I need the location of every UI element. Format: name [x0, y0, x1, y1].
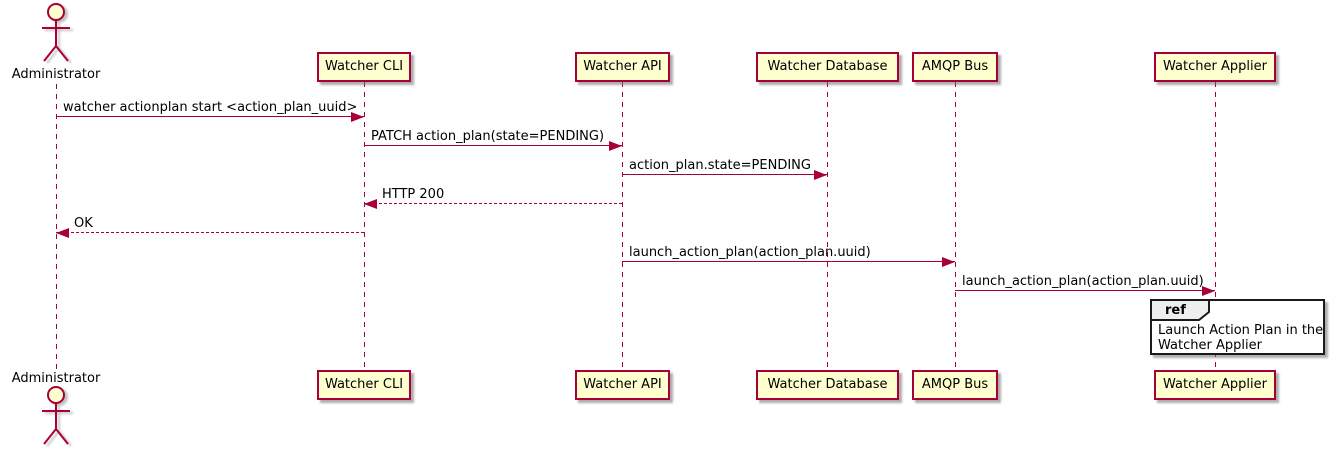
- participant-label: Watcher Database: [767, 59, 888, 74]
- message-line: [955, 286, 1215, 296]
- arrowhead-icon: [942, 257, 955, 267]
- participant-label: Watcher CLI: [324, 59, 404, 74]
- arrowhead-icon: [351, 112, 364, 122]
- arrowhead-icon: [364, 199, 377, 209]
- participant-watcher-cli-bottom: Watcher CLI: [317, 370, 411, 400]
- message-line: [56, 228, 364, 238]
- message-line: [56, 112, 364, 122]
- ref-text-line1: Launch Action Plan in the: [1158, 323, 1324, 338]
- actor-label-top: Administrator: [11, 67, 101, 82]
- lifeline-watcher-cli: [364, 82, 365, 370]
- message-label: OK: [74, 216, 93, 231]
- actor-administrator-top: [36, 2, 76, 68]
- message-watcher-actionplan-start: watcher actionplan start <action_plan_uu…: [56, 100, 364, 122]
- participant-label: Watcher API: [583, 59, 662, 74]
- participant-watcher-api-bottom: Watcher API: [575, 370, 670, 400]
- message-label: watcher actionplan start <action_plan_uu…: [63, 100, 358, 115]
- participant-amqp-bus-bottom: AMQP Bus: [912, 370, 998, 400]
- lifeline-amqp-bus: [955, 82, 956, 370]
- participant-watcher-api-top: Watcher API: [575, 52, 670, 82]
- actor-icon: [42, 3, 70, 62]
- message-line: [364, 199, 622, 209]
- participant-amqp-bus-top: AMQP Bus: [912, 52, 998, 82]
- message-http-200: HTTP 200: [364, 187, 622, 209]
- participant-watcher-database-bottom: Watcher Database: [756, 370, 899, 400]
- actor-label-bottom: Administrator: [11, 371, 101, 386]
- message-label: launch_action_plan(action_plan.uuid): [962, 274, 1204, 289]
- message-label: PATCH action_plan(state=PENDING): [371, 129, 605, 144]
- actor-administrator-bottom: [36, 385, 76, 451]
- participant-label: AMQP Bus: [921, 377, 989, 392]
- participant-watcher-applier-bottom: Watcher Applier: [1154, 370, 1276, 400]
- participant-label: AMQP Bus: [921, 59, 989, 74]
- message-label: HTTP 200: [382, 187, 445, 202]
- ref-keyword: ref: [1165, 303, 1186, 318]
- arrowhead-icon: [1202, 286, 1215, 296]
- message-patch-action-plan: PATCH action_plan(state=PENDING): [364, 129, 622, 151]
- message-ok: OK: [56, 216, 364, 238]
- message-launch-action-plan-amqp: launch_action_plan(action_plan.uuid): [622, 245, 955, 267]
- lifeline-watcher-database: [827, 82, 828, 370]
- message-line: [622, 170, 827, 180]
- participant-watcher-cli-top: Watcher CLI: [317, 52, 411, 82]
- participant-label: Watcher Applier: [1163, 59, 1267, 74]
- ref-text-line2: Watcher Applier: [1158, 338, 1262, 353]
- lifeline-watcher-api: [622, 82, 623, 370]
- participant-label: Watcher Database: [767, 377, 888, 392]
- message-line: [364, 141, 622, 151]
- arrowhead-icon: [609, 141, 622, 151]
- ref-tab-icon: [1150, 299, 1210, 321]
- participant-label: Watcher API: [583, 377, 662, 392]
- message-label: action_plan.state=PENDING: [629, 158, 811, 173]
- participant-label: Watcher Applier: [1163, 377, 1267, 392]
- lifeline-watcher-applier: [1215, 82, 1216, 370]
- ref-fragment: ref Launch Action Plan in the Watcher Ap…: [1150, 299, 1325, 355]
- message-line: [622, 257, 955, 267]
- participant-label: Watcher CLI: [324, 377, 404, 392]
- participant-watcher-database-top: Watcher Database: [756, 52, 899, 82]
- participant-watcher-applier-top: Watcher Applier: [1154, 52, 1276, 82]
- ref-text: Launch Action Plan in the Watcher Applie…: [1158, 323, 1323, 353]
- message-launch-action-plan-applier: launch_action_plan(action_plan.uuid): [955, 274, 1215, 296]
- message-action-plan-state-pending: action_plan.state=PENDING: [622, 158, 827, 180]
- arrowhead-icon: [56, 228, 69, 238]
- message-label: launch_action_plan(action_plan.uuid): [629, 245, 871, 260]
- arrowhead-icon: [814, 170, 827, 180]
- actor-icon: [42, 386, 70, 445]
